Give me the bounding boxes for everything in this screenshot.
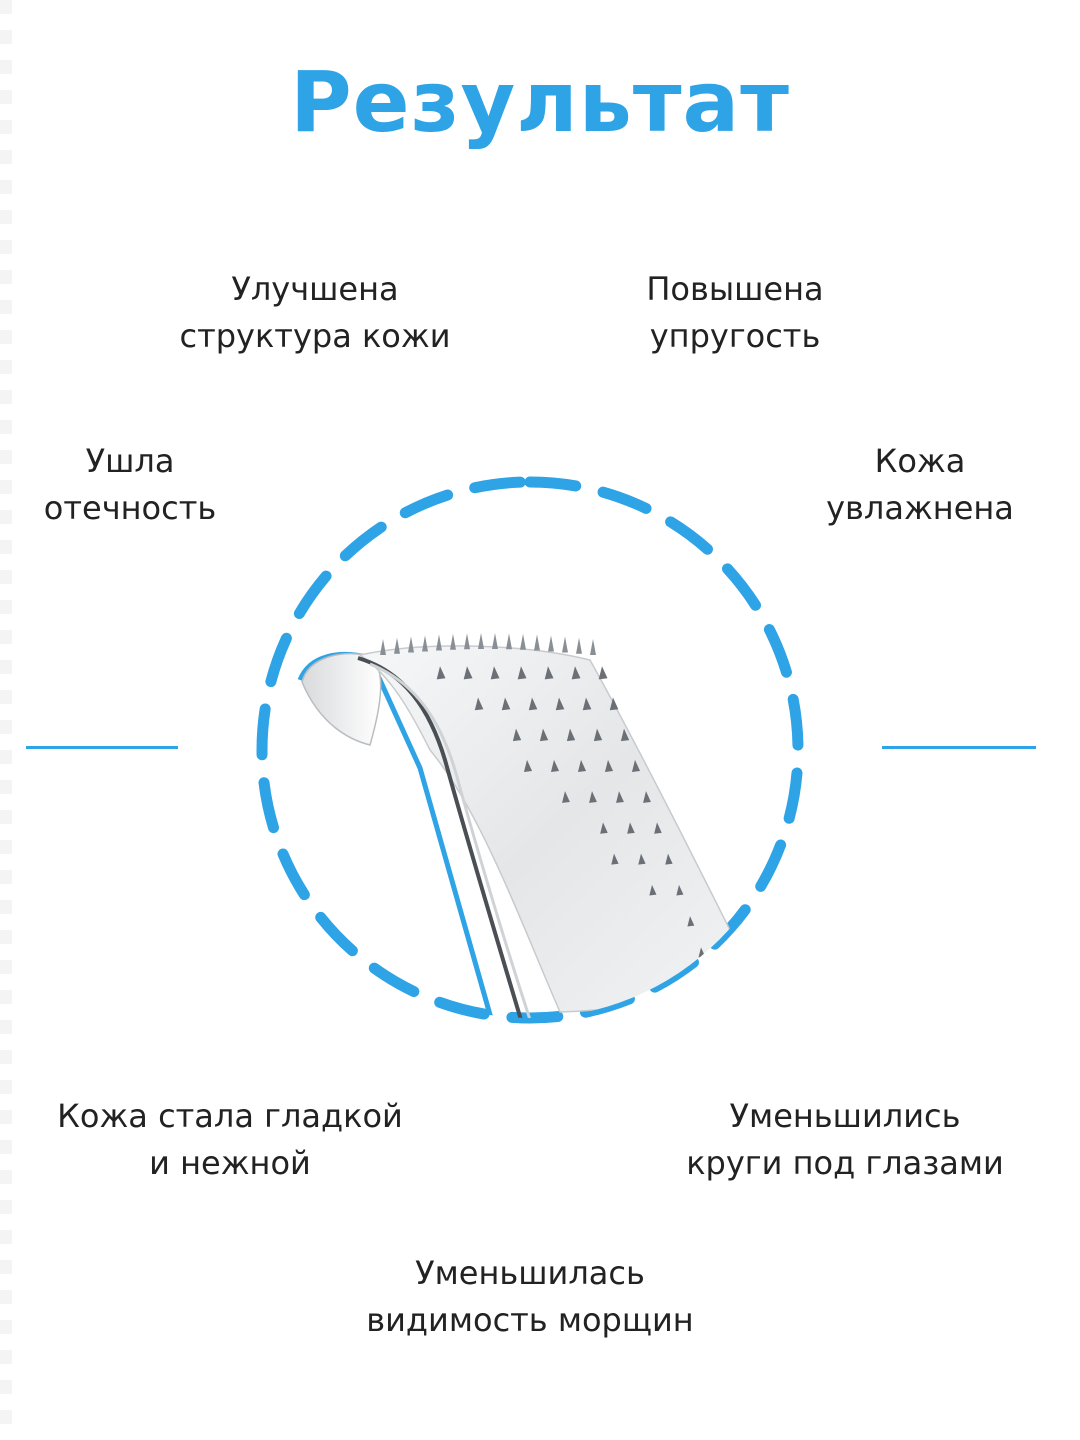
needle [550,759,560,773]
needle-spike [520,633,526,650]
benefit-line: увлажнена [826,489,1014,527]
needle [687,916,695,927]
benefit-line: упругость [649,317,821,355]
needle-spike [450,633,456,650]
needle [523,759,533,773]
microneedle-patch-icon [256,476,804,1024]
needle-spike [506,633,512,650]
needle-spike [478,633,484,650]
benefit-dark-circles: Уменьшились круги под глазами [640,1093,1050,1187]
needle [627,822,635,834]
needle [631,759,641,773]
needle-grid [380,633,706,958]
patch-ridge-highlight [369,662,542,1018]
benefit-line: видимость морщин [366,1301,694,1339]
needle [643,791,651,803]
benefit-line: круги под глазами [686,1144,1004,1182]
benefit-puffiness: Ушла отечность [20,438,240,532]
benefit-wrinkles: Уменьшилась видимость морщин [300,1250,760,1344]
benefit-line: Кожа [874,442,966,480]
needle [638,853,646,865]
needle [582,697,592,711]
needle [436,666,446,680]
patch-lip [301,652,382,746]
needle [620,728,630,742]
needle [512,728,522,742]
needle-spike [422,635,428,652]
needle-spike [436,634,442,651]
benefit-line: структура кожи [179,317,451,355]
benefit-line: Уменьшилась [415,1254,645,1292]
needle [649,884,657,896]
needle [604,759,614,773]
needle-spike [548,635,554,652]
needle [544,666,554,680]
benefit-line: Улучшена [231,270,399,308]
needle [665,853,673,865]
needle [616,791,624,803]
needle [611,853,619,865]
benefit-line: и нежной [149,1144,311,1182]
needle-spike [590,639,596,655]
benefit-line: Повышена [646,270,824,308]
needle [609,697,619,711]
needle [566,728,576,742]
needle-spike [380,639,386,655]
needle-spike [464,633,470,650]
needle-spike [408,636,414,653]
benefit-line: Уменьшились [729,1097,961,1135]
divider-left [26,746,178,749]
benefit-smooth: Кожа стала гладкой и нежной [20,1093,440,1187]
benefit-elasticity: Повышена упругость [560,266,910,360]
needle-spike [534,634,540,651]
needle-spike [394,637,400,654]
needle-spike [576,637,582,654]
needle [555,697,565,711]
benefit-line: Ушла [85,442,175,480]
needle [539,728,549,742]
needle [528,697,538,711]
needle [654,822,662,834]
needle [600,822,608,834]
needle [517,666,527,680]
left-edge-strip [0,0,12,1440]
page-title: Результат [290,53,790,151]
needle [501,697,511,711]
needle [571,666,581,680]
needle [577,759,587,773]
needle-spike [492,633,498,650]
patch-drawing [297,633,752,1018]
divider-right [882,746,1036,749]
benefit-line: отечность [43,489,217,527]
needle [474,697,484,711]
needle [490,666,500,680]
needle [463,666,473,680]
needle [589,791,597,803]
benefit-line: Кожа стала гладкой [57,1097,403,1135]
needle [598,666,608,680]
needle-spike [562,636,568,653]
needle [676,884,684,896]
needle [562,791,570,803]
benefit-hydrated: Кожа увлажнена [800,438,1040,532]
needle [593,728,603,742]
benefit-improved-texture: Улучшена структура кожи [130,266,500,360]
